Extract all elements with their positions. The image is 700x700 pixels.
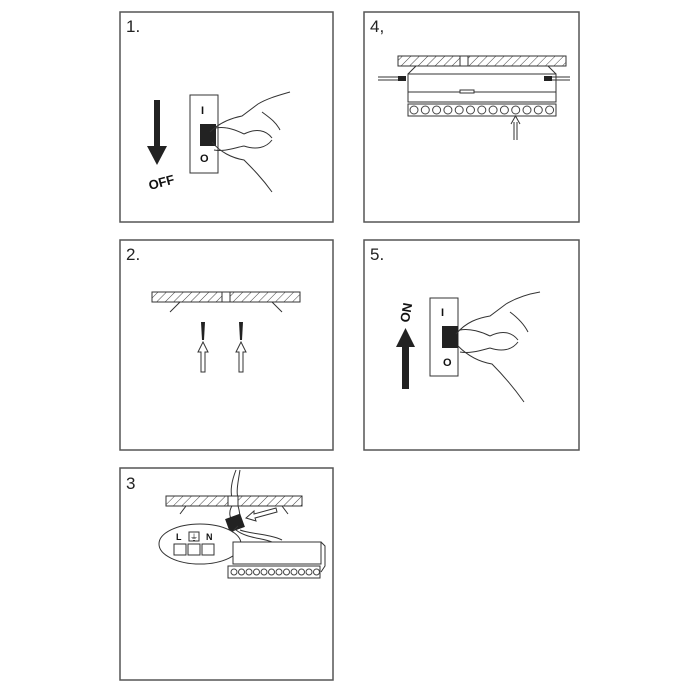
led-lens [283, 568, 290, 576]
step-number: 2. [126, 245, 140, 264]
led-lens [313, 568, 320, 576]
led-lens [253, 568, 260, 576]
led-lens [488, 105, 498, 115]
switch-on-mark: I [441, 307, 444, 319]
switch-off-mark: O [200, 153, 209, 165]
led-lens [533, 105, 543, 115]
step-2-panel: 2. [119, 239, 334, 451]
arrow-up-icon [396, 328, 415, 389]
led-lens [238, 568, 245, 576]
switch-off-mark: O [443, 357, 452, 369]
hollow-arrow-icon [244, 507, 278, 522]
step-5-panel: 5. ON I O [363, 239, 580, 451]
led-lens [230, 568, 238, 576]
step-number: 1. [126, 17, 140, 36]
hand-icon [209, 91, 291, 193]
terminal-neutral: N [206, 532, 213, 542]
led-lens [409, 105, 419, 115]
terminal-block [225, 513, 245, 533]
off-label: OFF [147, 172, 176, 193]
wall-switch: I O [189, 94, 219, 174]
hollow-arrow-up-icon [197, 340, 247, 373]
on-label: ON [397, 302, 415, 324]
wiring-detail-callout: L ⏚ N [158, 523, 242, 565]
screw-icon [201, 322, 243, 340]
led-lens [454, 105, 464, 115]
push-arrow-icon [378, 76, 570, 140]
step-number: 3 [126, 474, 135, 493]
led-lens [298, 568, 305, 576]
led-lens [443, 105, 453, 115]
led-lens [545, 105, 555, 115]
led-lens [290, 568, 298, 576]
led-lens [245, 568, 253, 576]
led-lens [477, 105, 487, 115]
led-lens [466, 105, 475, 115]
led-lens [420, 105, 430, 115]
step-1-panel: 1. OFF I O [119, 11, 334, 223]
track-light-fixture [227, 541, 326, 579]
terminal-ground: ⏚ [190, 533, 198, 542]
led-lens [275, 568, 283, 576]
switch-on-mark: I [201, 105, 204, 117]
step-number: 4, [370, 17, 384, 36]
led-lens [522, 105, 532, 115]
led-lens [268, 568, 275, 576]
led-lens [305, 568, 313, 576]
led-lens [432, 105, 442, 115]
arrow-down-icon [147, 100, 167, 165]
led-lens [260, 568, 268, 576]
step-4-panel: 4, [363, 11, 580, 223]
terminal-live: L [176, 532, 182, 542]
track-light-fixture [407, 73, 557, 117]
led-lens [499, 105, 509, 115]
step-3-panel: 3 L ⏚ N [119, 467, 334, 681]
step-number: 5. [370, 245, 384, 264]
hand-icon [455, 291, 541, 403]
led-lens [511, 105, 521, 115]
wall-switch: I O [429, 297, 459, 377]
